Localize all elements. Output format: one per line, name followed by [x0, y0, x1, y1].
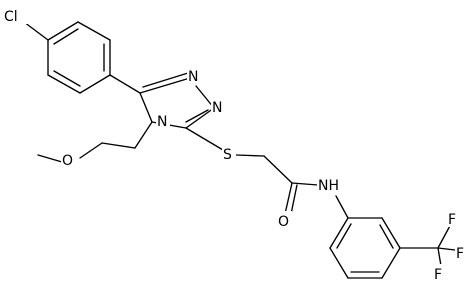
bond — [381, 247, 401, 279]
sulfur-atom-label: S — [223, 147, 232, 163]
bond — [291, 182, 319, 186]
fluorine-atom-2-label: F — [456, 246, 464, 262]
bond — [263, 155, 293, 184]
bond — [437, 247, 442, 267]
methoxy-oxygen-label: O — [62, 153, 73, 169]
bond — [437, 247, 456, 251]
bond — [336, 223, 352, 249]
carbonyl-oxygen-label: O — [278, 214, 289, 230]
bond-layer — [23, 21, 456, 279]
fluorine-atom-1-label: F — [448, 212, 456, 228]
bond — [329, 217, 349, 249]
triazole-nitrogen-2-label: N — [212, 100, 222, 116]
bond — [290, 184, 298, 215]
bond — [134, 121, 153, 149]
triazole-nitrogen-4-label: N — [157, 114, 167, 130]
label-backdrop — [211, 97, 225, 115]
bond — [47, 74, 81, 94]
bond — [101, 142, 136, 149]
triazole-nitrogen-1-label: N — [188, 69, 198, 85]
bond — [109, 74, 141, 94]
bond — [284, 182, 293, 215]
label-backdrop — [4, 6, 30, 24]
label-backdrop — [187, 66, 201, 84]
bond — [235, 154, 265, 157]
label-backdrop — [277, 211, 292, 229]
bond — [53, 28, 79, 45]
bond — [142, 72, 189, 88]
bond — [139, 77, 191, 94]
label-backdrop — [222, 144, 236, 162]
fluorine-atom-3-label: F — [434, 267, 442, 283]
label-backdrop — [433, 264, 445, 282]
bond — [379, 224, 394, 249]
atom-label-layer: Cl N N N O S O NH F F F — [4, 6, 467, 283]
bond — [53, 70, 81, 87]
bond — [37, 154, 63, 163]
label-backdrop — [455, 243, 467, 261]
bond — [185, 109, 209, 123]
amide-nh-label: NH — [318, 178, 339, 194]
bond — [329, 247, 349, 279]
chlorine-atom-label: Cl — [4, 9, 18, 25]
bond — [381, 217, 401, 249]
bond — [139, 92, 153, 123]
bond — [79, 142, 103, 159]
bond — [185, 127, 224, 151]
bond — [335, 195, 349, 219]
bond — [79, 74, 111, 94]
label-backdrop — [61, 150, 76, 168]
label-backdrop — [447, 209, 459, 227]
bond — [47, 21, 79, 41]
bond — [185, 107, 215, 129]
bond — [23, 21, 49, 41]
bond — [77, 21, 111, 41]
label-backdrop — [156, 111, 170, 129]
label-backdrop — [317, 175, 344, 193]
